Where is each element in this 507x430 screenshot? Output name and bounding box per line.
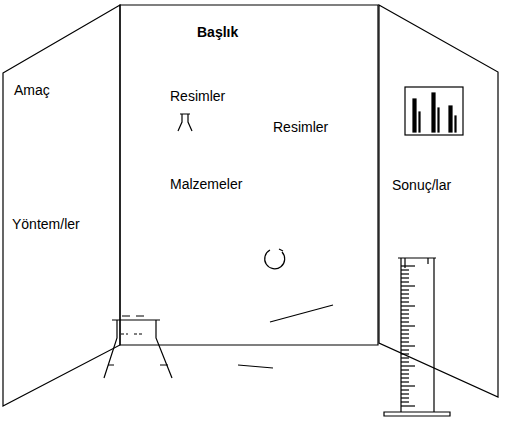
- scale-tick: [401, 361, 409, 362]
- scale-tick: [401, 285, 415, 286]
- right-panel: Sonuç/lar: [378, 4, 500, 399]
- panel-outline: [120, 5, 378, 345]
- scale-tick: [401, 345, 415, 346]
- section-label: Malzemeler: [170, 176, 242, 192]
- scale-tick: [401, 389, 409, 390]
- scale-tick: [401, 373, 409, 374]
- graduated-cylinder: [384, 258, 450, 416]
- scale-tick: [401, 341, 409, 342]
- scale-tick: [401, 317, 409, 318]
- stick-line: [238, 365, 273, 368]
- panel-outline: [379, 5, 498, 397]
- stick-line: [270, 305, 333, 322]
- scale-tick: [401, 381, 409, 382]
- section-label: Sonuç/lar: [392, 177, 451, 193]
- panel-outline: [3, 5, 120, 406]
- bar-chart-icon: [405, 87, 463, 135]
- scale-tick: [401, 293, 409, 294]
- scale-tick: [401, 401, 409, 402]
- scale-tick: [401, 337, 409, 338]
- scale-tick: [401, 329, 409, 330]
- scale-tick: [401, 325, 415, 326]
- scale-tick: [401, 277, 409, 278]
- scale-tick: [401, 313, 409, 314]
- scale-tick: [401, 265, 415, 266]
- board-heading: Başlık: [197, 24, 238, 40]
- scale-tick: [401, 349, 409, 350]
- panel-outline: [2, 4, 122, 410]
- scale-tick: [401, 281, 409, 282]
- section-label: Resimler: [273, 119, 328, 135]
- scale-tick: [401, 273, 409, 274]
- scale-tick: [401, 333, 409, 334]
- scale-tick: [401, 309, 409, 310]
- scale-tick: [401, 393, 409, 394]
- scale-tick: [401, 385, 415, 386]
- scale-tick: [401, 289, 409, 290]
- left-panel: AmaçYöntem/ler: [2, 4, 122, 410]
- scale-tick: [401, 297, 409, 298]
- scale-tick: [401, 397, 409, 398]
- ring-sketch: [265, 250, 285, 269]
- scale-tick: [401, 357, 409, 358]
- scale-tick: [401, 305, 415, 306]
- section-label: Yöntem/ler: [12, 216, 80, 232]
- beaker-drawing: [104, 316, 172, 378]
- scale-tick: [401, 377, 409, 378]
- panel-outline: [378, 4, 500, 399]
- section-label: Resimler: [170, 88, 225, 104]
- scale-tick: [401, 365, 415, 366]
- ring-sketch: [279, 249, 283, 251]
- panel-outline: [120, 4, 379, 346]
- scale-tick: [401, 369, 409, 370]
- scale-tick: [401, 301, 409, 302]
- scale-tick: [401, 405, 415, 406]
- scale-tick: [401, 269, 409, 270]
- section-label: Amaç: [14, 82, 50, 98]
- center-panel: BaşlıkResimlerResimlerMalzemeler: [120, 4, 379, 346]
- scale-tick: [401, 321, 409, 322]
- flask-icon: [178, 114, 192, 131]
